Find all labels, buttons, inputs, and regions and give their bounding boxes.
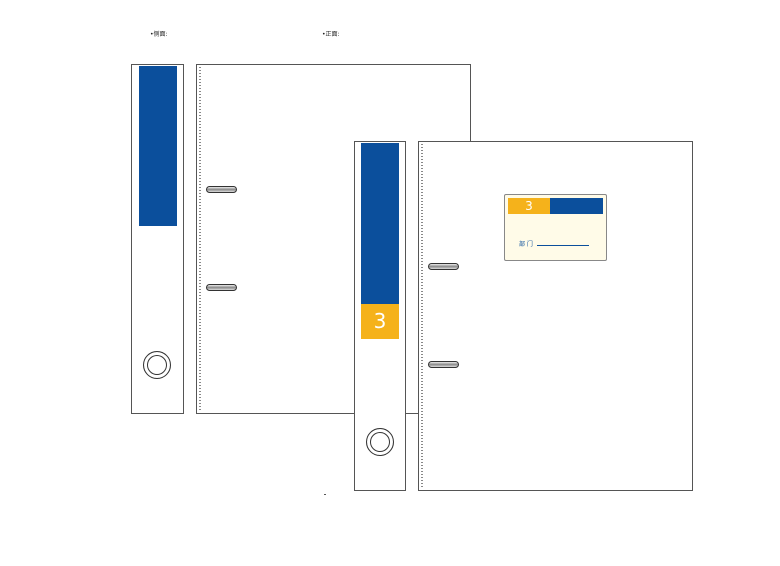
front-view-spine: 3 — [354, 141, 406, 491]
department-label: 部 门 — [519, 241, 533, 248]
binder-ring-bottom — [206, 284, 237, 291]
label-card-blue-bar — [550, 198, 603, 214]
department-write-line — [537, 245, 589, 246]
binder-ring-top — [428, 263, 459, 270]
binder-ring-bottom — [428, 361, 459, 368]
spine-blue-panel — [361, 143, 399, 304]
spine-finger-ring — [143, 351, 171, 379]
spine-finger-ring — [366, 428, 394, 456]
stray-mark — [324, 494, 326, 495]
spine-number: 3 — [361, 304, 399, 339]
binder-ring-top — [206, 186, 237, 193]
front-view-label: •正面: — [322, 31, 340, 38]
front-folder-cover: 3 部 门 — [418, 141, 693, 491]
side-view-label: •侧面: — [150, 31, 168, 38]
cover-label-card: 3 部 门 — [504, 194, 607, 261]
label-card-number: 3 — [508, 198, 550, 214]
side-view-spine — [131, 64, 184, 414]
spine-blue-panel — [139, 66, 177, 226]
